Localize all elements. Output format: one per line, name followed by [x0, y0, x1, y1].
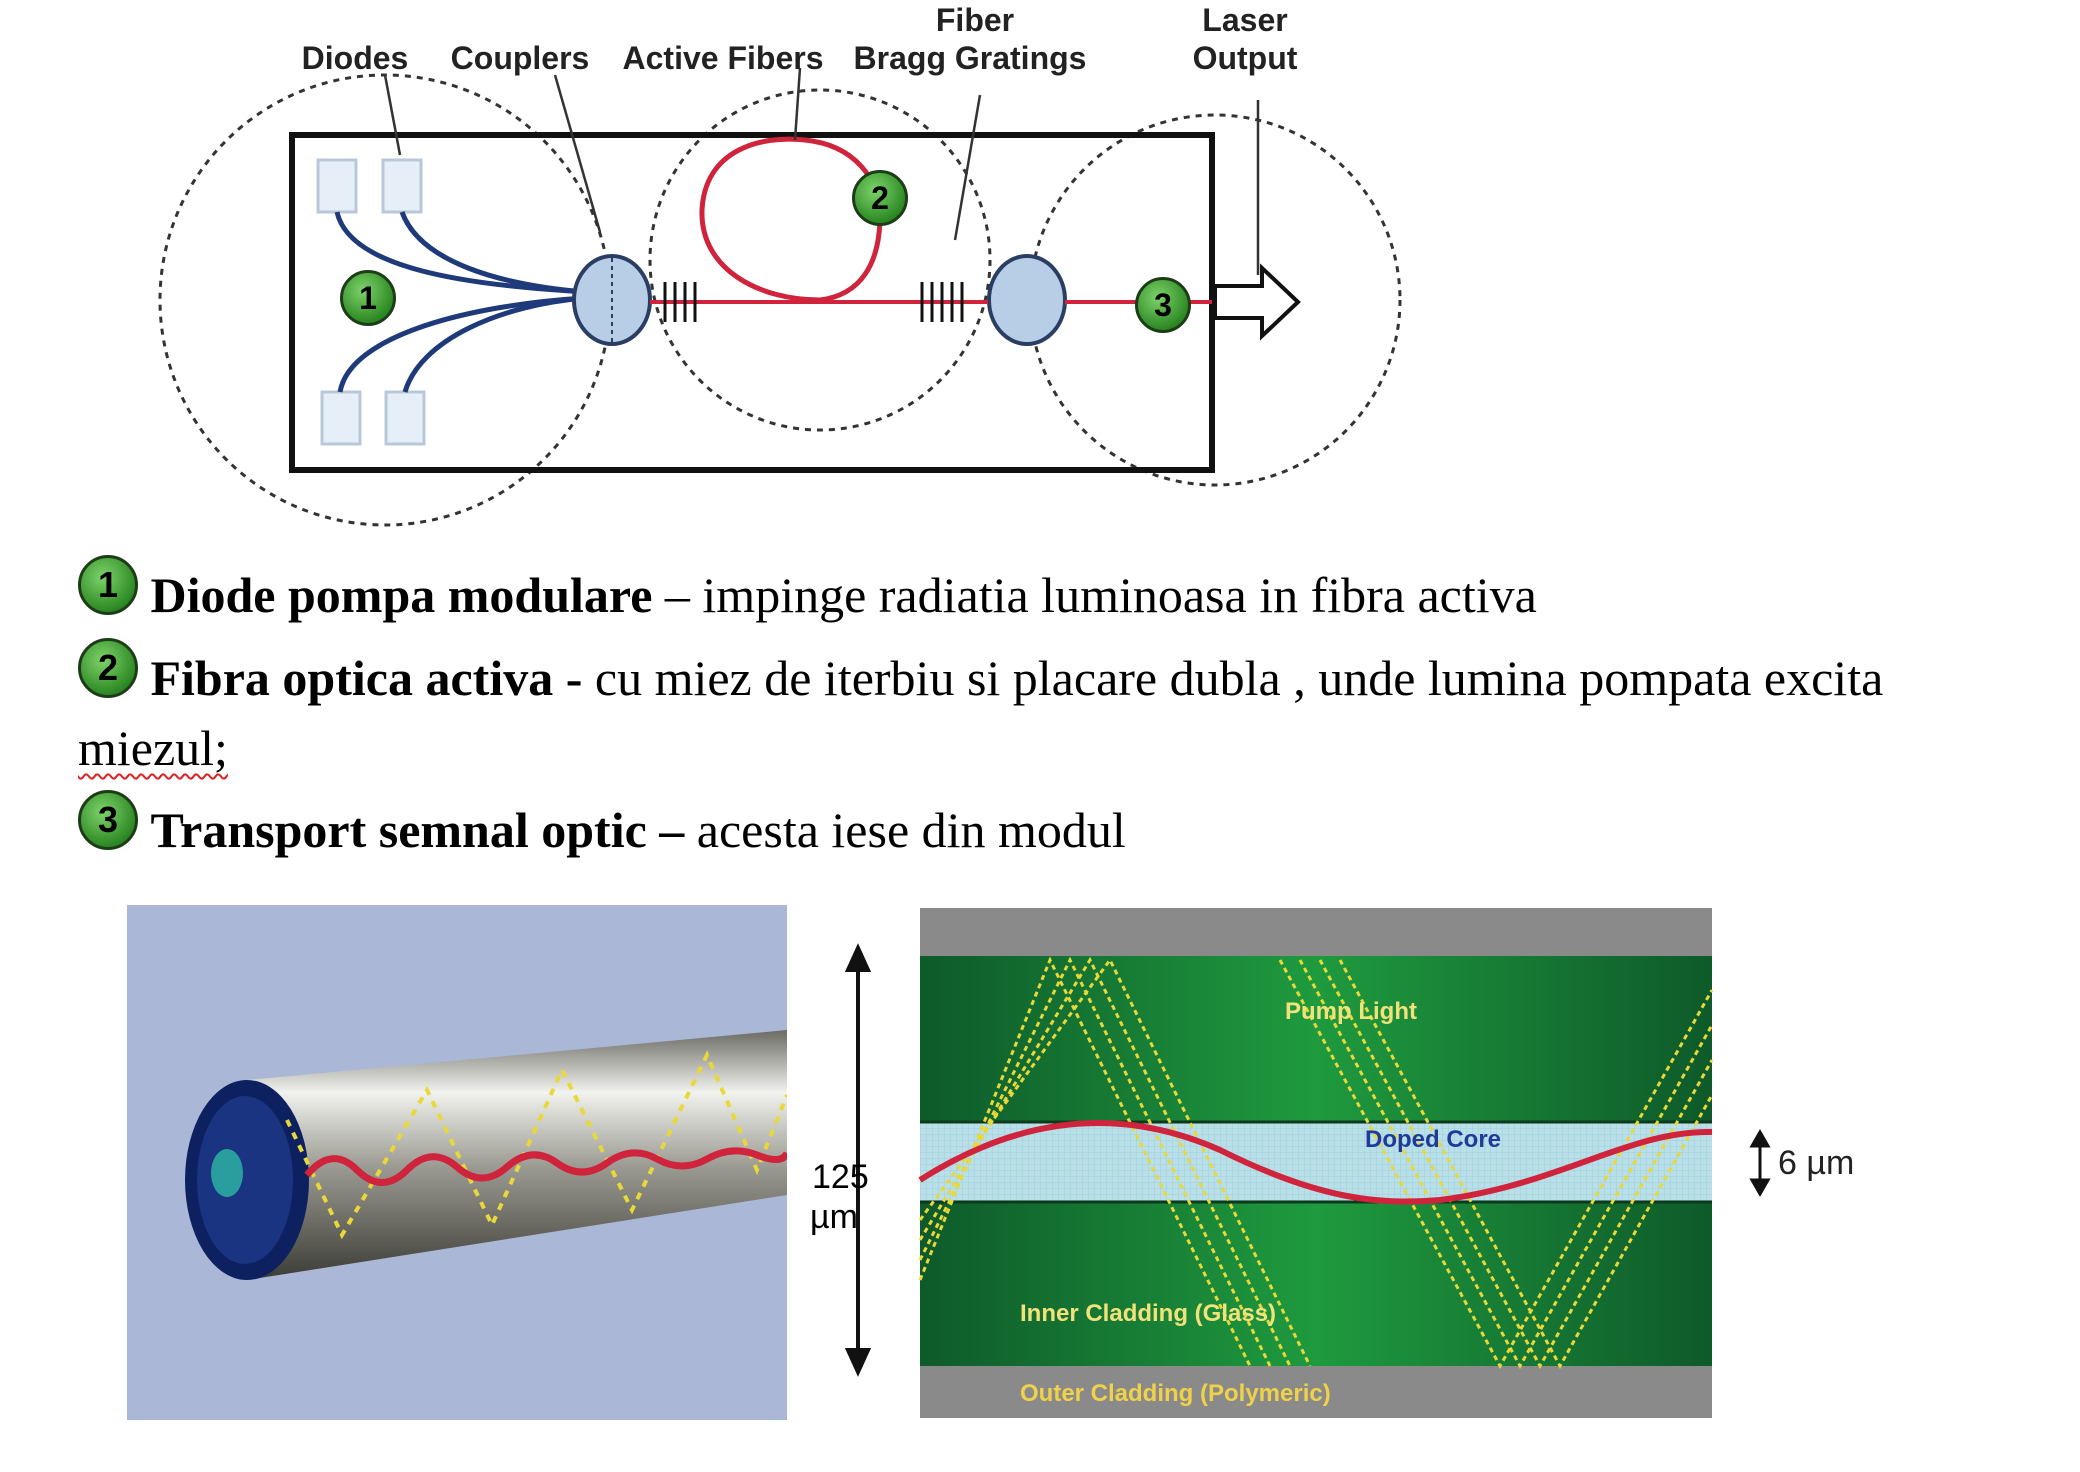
signal-wave	[918, 1119, 1713, 1205]
diode	[320, 390, 362, 446]
fiber-3d-illustration	[127, 905, 787, 1420]
dimension-arrow-6	[1749, 1128, 1771, 1198]
fiber-cross-section: Pump Light Doped Core Inner Cladding (Gl…	[800, 900, 1880, 1430]
label-doped-core: Doped Core	[1365, 1126, 1502, 1153]
pump-light-zigzag	[285, 1050, 787, 1240]
legend-text-2: cu miez de iterbiu si placare dubla , un…	[594, 650, 1884, 706]
legend-title-1: Diode pompa modulare	[150, 567, 653, 623]
bragg-grating	[663, 282, 697, 322]
fiber-core-face	[211, 1149, 243, 1197]
legend-badge-3: 3	[78, 790, 138, 850]
label-bragg-gratings: Bragg Gratings	[853, 40, 1087, 76]
active-fiber-loop	[699, 136, 883, 303]
legend-text-3: acesta iese din modul	[696, 802, 1126, 858]
fiber-laser-diagram: Diodes Couplers Active Fibers Fiber Brag…	[0, 0, 1420, 540]
legend-title-2: Fibra optica activa	[150, 650, 554, 706]
outer-cladding-top	[920, 908, 1712, 956]
pump-fiber	[402, 295, 586, 393]
diode	[316, 158, 358, 214]
zone-2-circle	[648, 88, 992, 432]
pump-fiber	[399, 211, 586, 295]
diode	[384, 390, 426, 446]
label-6-um: 6 µm	[1778, 1144, 1855, 1182]
label-125: 125	[812, 1158, 869, 1196]
diode	[381, 158, 423, 214]
laser-output-arrow	[1213, 263, 1301, 341]
legend-item-3: 3 Transport semnal optic – acesta iese d…	[78, 790, 1126, 860]
coupler	[987, 254, 1067, 346]
label-pump-light: Pump Light	[1285, 998, 1417, 1025]
legend-sep-1: –	[652, 567, 703, 623]
label-output: Output	[1192, 40, 1298, 76]
marker-1: 1	[340, 270, 396, 326]
label-active-fibers: Active Fibers	[622, 40, 824, 76]
marker-2: 2	[852, 170, 908, 226]
legend-item-2: 2 Fibra optica activa - cu miez de iterb…	[78, 638, 1884, 708]
marker-3: 3	[1135, 277, 1191, 333]
outer-cladding-bottom	[920, 1366, 1712, 1418]
label-couplers: Couplers	[450, 40, 590, 76]
label-laser: Laser	[1202, 2, 1288, 38]
legend-item-2-continued: miezul;	[78, 720, 228, 776]
fiber-cladding-face	[197, 1096, 293, 1264]
legend-item-1: 1 Diode pompa modulare – impinge radiati…	[78, 555, 1537, 625]
fiber-laser-schematic	[158, 67, 1402, 527]
bragg-grating	[920, 282, 964, 322]
dimension-arrow-125	[844, 943, 872, 1377]
label-125-unit: µm	[810, 1198, 858, 1236]
cross-section-graphic	[844, 908, 1771, 1418]
fiber-cylinder	[185, 1030, 787, 1280]
signal-wave	[304, 1147, 787, 1186]
legend-badge-2: 2	[78, 638, 138, 698]
label-fiber: Fiber	[935, 2, 1015, 38]
label-diodes: Diodes	[301, 40, 409, 76]
legend-badge-1: 1	[78, 555, 138, 615]
legend-sep-2: -	[553, 650, 595, 706]
legend-sep-3: –	[646, 802, 697, 858]
fiber-jacket	[247, 1030, 787, 1280]
legend-title-3: Transport semnal optic	[150, 802, 647, 858]
legend-text-1: impinge radiatia luminoasa in fibra acti…	[702, 567, 1537, 623]
label-outer-cladding: Outer Cladding (Polymeric)	[1020, 1380, 1331, 1407]
label-inner-cladding: Inner Cladding (Glass)	[1020, 1300, 1277, 1327]
